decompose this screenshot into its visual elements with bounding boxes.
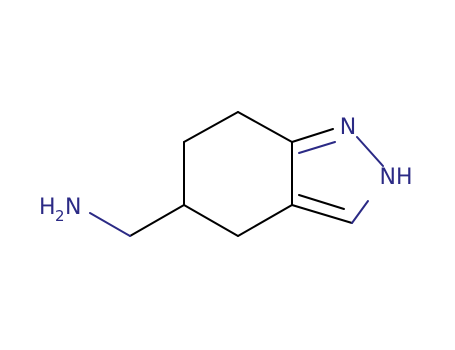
bond-c3a-c3 xyxy=(291,204,353,224)
atom-label-nh: NH xyxy=(380,165,413,190)
bond-c7a-n1 xyxy=(291,128,334,143)
amine-n-label: N xyxy=(65,195,81,220)
amine-subscript-label: 2 xyxy=(55,207,65,225)
bond-c5-ch2 xyxy=(129,204,185,237)
bond-ch2-n xyxy=(89,212,131,237)
bond-c7-c6 xyxy=(183,111,239,143)
bond-n2-n1 xyxy=(356,136,384,167)
amine-h-label: H xyxy=(39,195,56,220)
atom-label-amine: H 2 N xyxy=(39,195,81,225)
bond-c5-c4 xyxy=(183,204,239,237)
bond-c7-c7a xyxy=(237,111,293,143)
atom-label-n1: N xyxy=(340,115,356,140)
bond-c4-c3a xyxy=(237,204,293,237)
bond-c3a-c3-double xyxy=(298,194,345,210)
bond-c3-n2 xyxy=(351,200,369,224)
bond-c7a-n1-double xyxy=(298,141,336,154)
